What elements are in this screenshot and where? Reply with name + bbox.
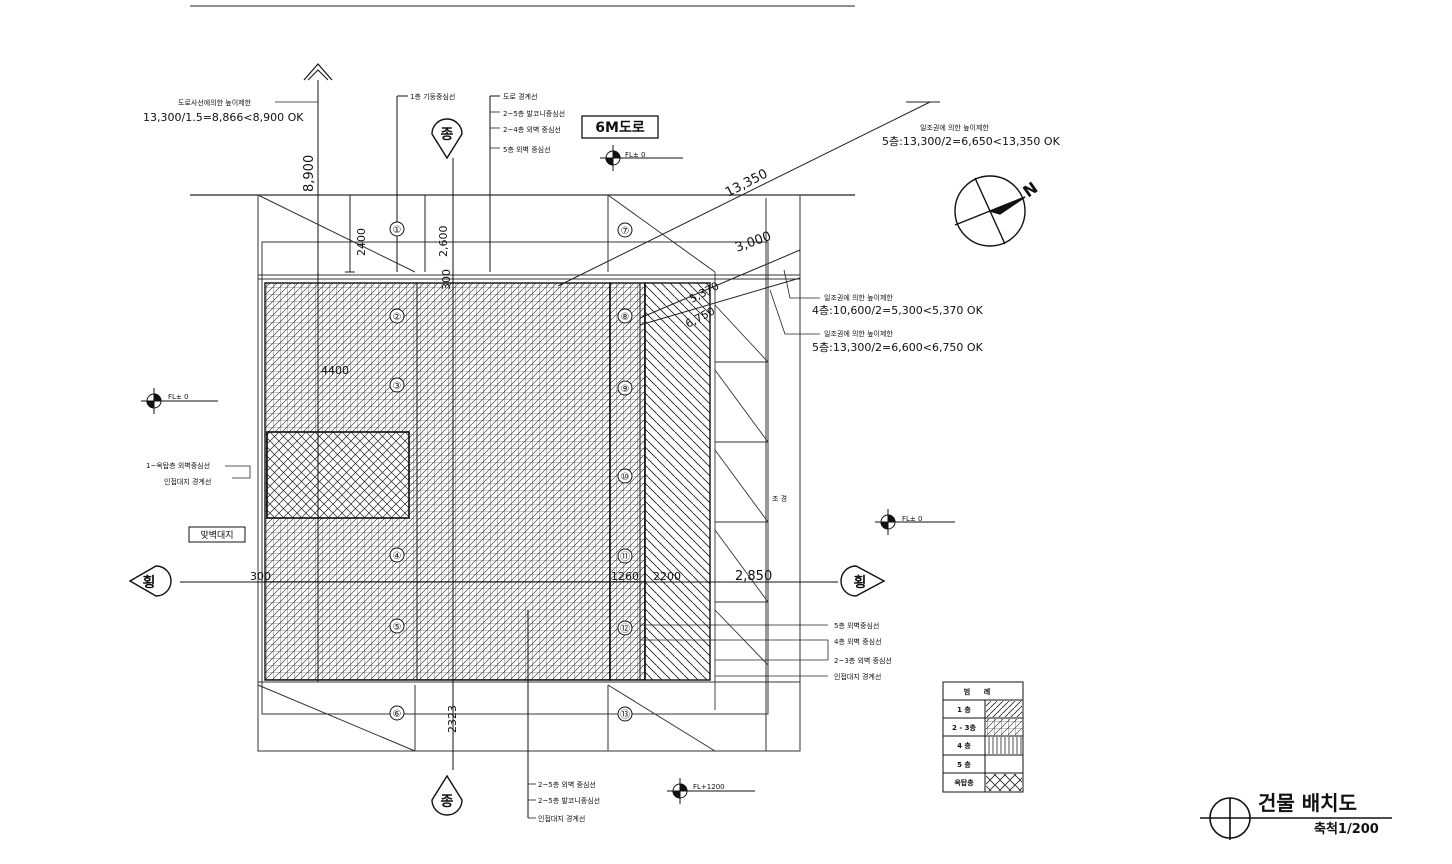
- level-marker-bottom: [667, 778, 755, 804]
- title-block: [1200, 797, 1392, 840]
- dim-2850: 2,850: [735, 569, 772, 584]
- legend-row-3: 4 층: [957, 741, 971, 750]
- road-height-label: 도로사선에의한 높이제한: [178, 98, 252, 107]
- column-line-note: 1층 기둥중심선: [410, 92, 455, 101]
- bottom-note-3: 인접대지 경계선: [538, 814, 585, 823]
- section-label-bottom: 종: [441, 794, 454, 810]
- dim-2600: 2,600: [437, 226, 450, 258]
- section-markers: [128, 118, 886, 816]
- legend-row-4: 5 층: [957, 760, 971, 769]
- right-note-boundary: 인접대지 경계선: [834, 672, 881, 681]
- legend-swatch-1: [986, 701, 1022, 717]
- grid-label-11: ⑪: [620, 551, 630, 563]
- legend-swatch-2-3: [986, 719, 1022, 735]
- dim-1260: 1260: [611, 570, 639, 583]
- grid-label-2: ②: [393, 312, 402, 323]
- grid-label-6: ⑥: [393, 709, 402, 720]
- section-label-right: 횡: [854, 574, 867, 591]
- road-boundary-note: 도로 경계선: [503, 92, 537, 101]
- level-label-bottom: FL+1200: [693, 783, 725, 791]
- grid-label-13: ⑬: [620, 709, 630, 721]
- road-width-box: [581, 115, 659, 139]
- wall-line-2-4-note: 2~4층 외벽 중심선: [503, 125, 561, 134]
- level-label-right: FL± 0: [902, 515, 922, 523]
- dim-300-left: 300: [250, 570, 271, 583]
- adjacent-lot-label: 맞벽대지: [200, 529, 233, 541]
- level-marker-right: [875, 509, 955, 535]
- section-marker-top: [431, 118, 463, 160]
- floor-5-zone: [644, 282, 711, 681]
- road-width-label: 6M도로: [595, 120, 645, 136]
- legend-header-right: 례: [984, 687, 990, 696]
- legend-row-5: 옥탑층: [954, 778, 974, 787]
- grid-label-12: ⑫: [620, 623, 630, 635]
- sunlight-label-5f: 일조권에 의한 높이제한: [824, 329, 893, 338]
- grid-axes: [180, 63, 838, 818]
- right-note-5f: 5층 외벽중심선: [834, 621, 879, 630]
- sunlight-label-4f: 일조권에 의한 높이제한: [824, 293, 893, 302]
- sunlight-calc-top: 5층:13,300/2=6,650<13,350 OK: [882, 135, 1061, 148]
- adjacent-lot-box: [188, 526, 246, 543]
- grid-label-5: ⑤: [393, 622, 402, 633]
- wall-line-1-note: 1~옥탑층 외벽중심선: [146, 461, 210, 470]
- section-label-left: 횡: [143, 574, 156, 591]
- level-label-top: FL± 0: [625, 151, 645, 159]
- section-marker-left: [128, 565, 172, 597]
- grid-label-10: ⑩: [621, 472, 630, 483]
- dim-2400: 2400: [355, 228, 368, 256]
- dim-4400: 4400: [321, 364, 349, 377]
- level-markers: [141, 145, 955, 804]
- bottom-note-2: 2~5층 발코니중심선: [538, 796, 600, 805]
- legend-row-2: 2 - 3층: [952, 723, 977, 732]
- grid-label-3: ③: [393, 381, 402, 392]
- adjacent-boundary-left-note: 인접대지 경계선: [164, 477, 211, 486]
- sunlight-calc-4f: 4층:10,600/2=5,300<5,370 OK: [812, 304, 984, 317]
- landscape-note: 조 경: [772, 494, 787, 503]
- level-marker-top: [600, 145, 683, 171]
- drawing-scale: 축척1/200: [1314, 821, 1379, 837]
- legend-swatch-rooftop: [986, 774, 1022, 791]
- right-note-2-3f: 2~3층 외벽 중심선: [834, 656, 892, 665]
- legend: [942, 681, 1024, 793]
- level-label-left: FL± 0: [168, 393, 188, 401]
- dim-2323: 2323: [446, 705, 459, 733]
- building-footprint: [264, 282, 711, 681]
- right-note-4f: 4층 외벽 중심선: [834, 637, 882, 646]
- dim-2200: 2200: [653, 570, 681, 583]
- sunlight-calc-5f: 5층:13,300/2=6,600<6,750 OK: [812, 341, 984, 354]
- section-label-top: 종: [441, 127, 454, 143]
- grid-label-4: ④: [393, 551, 402, 562]
- grid-label-7: ⑦: [621, 226, 630, 237]
- sunlight-label-top: 일조권에 의한 높이제한: [920, 123, 989, 132]
- legend-row-1: 1 층: [957, 705, 971, 714]
- section-marker-bottom: [431, 774, 463, 816]
- north-arrow: [954, 175, 1026, 247]
- dim-300-top: 300: [440, 269, 453, 290]
- road-height-calc: 13,300/1.5=8,866<8,900 OK: [143, 111, 304, 124]
- balcony-line-note: 2~5층 발코니중심선: [503, 109, 565, 118]
- grid-label-1: ①: [393, 225, 402, 236]
- level-marker-left: [141, 388, 218, 414]
- drawing-title: 건물 배치도: [1258, 791, 1357, 815]
- dim-3000: 3,000: [733, 229, 773, 256]
- grid-label-8: ⑧: [621, 312, 630, 323]
- legend-swatch-4: [986, 737, 1022, 754]
- dim-8900: 8,900: [302, 155, 317, 192]
- grid-label-9: ⑨: [621, 384, 630, 395]
- section-marker-right: [840, 565, 886, 597]
- site-boundary: [257, 194, 801, 752]
- grid-circles: [389, 221, 633, 722]
- legend-header-left: 범: [964, 687, 970, 696]
- bottom-note-1: 2~5층 외벽 중심선: [538, 780, 596, 789]
- wall-line-5-note: 5층 외벽 중심선: [503, 145, 551, 154]
